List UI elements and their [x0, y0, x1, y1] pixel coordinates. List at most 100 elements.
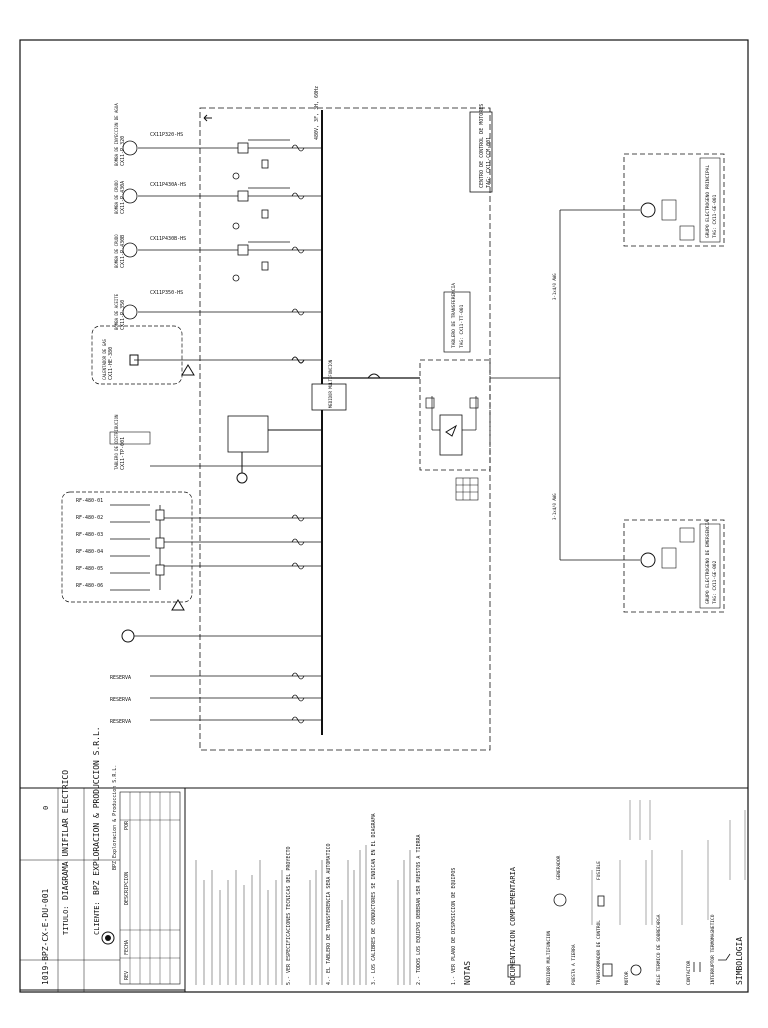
transfer-control-panel: [455, 477, 479, 501]
motor-icon-3: [122, 242, 138, 258]
legend-item-contactor: CONTACTOR: [686, 960, 692, 985]
note-line-1: 1.- VER PLANO DE DISPOSICION DE EQUIPOS: [451, 868, 457, 985]
heater-element-icon: [129, 354, 139, 366]
heater-tag: CX11-HE-380: [108, 347, 114, 380]
cable-label-main: 3-1x4/0 AWG: [552, 273, 557, 300]
company-logo: [101, 931, 115, 945]
heater-2: RF-480-02: [76, 515, 103, 521]
feeder-4-tag: CX11P350-HS: [150, 290, 183, 296]
rev-col-date: FECHA: [124, 940, 130, 955]
client-label: CLIENTE:: [93, 901, 101, 935]
feeder-1-tag: CX11P320-HS: [150, 132, 183, 138]
rev-col-description: DESCRIPCION: [124, 872, 130, 905]
document-legend-icon: [507, 964, 521, 978]
feeder-2-tag: CX11P430A-HS: [150, 182, 186, 188]
title-block: CLIENTE: BPZ EXPLORACION & PRODUCCION S.…: [20, 726, 748, 992]
heater-enclosure: [91, 325, 183, 385]
heater-feeders: [110, 504, 322, 591]
load-3-desc: BOMBA DE CRUDO: [114, 234, 119, 268]
main-gen-tag: TAG: CX11-GE-001: [712, 194, 718, 238]
backup-gen-tag: TAG: CX11-GE-002: [712, 560, 718, 604]
meter-label: MEDIDOR MULTIFUNCION: [328, 359, 333, 408]
notes-title: NOTAS: [463, 961, 472, 985]
ccm-boundary: [199, 107, 491, 751]
legend-item-meter: MEDIDOR MULTIFUNCION: [546, 931, 552, 985]
heater-3: RF-480-03: [76, 532, 103, 538]
transfer-board: [419, 359, 491, 471]
note-line-4: 4.- EL TABLERO DE TRANSFERENCIA SERA AUT…: [326, 844, 332, 985]
legend-block: SIMBOLOGIA INTERRUPTOR TERMOMAGNETICO CO…: [507, 800, 746, 985]
load-1-desc: BOMBA DE INYECCION DE AGUA: [114, 103, 119, 166]
heater-4: RF-480-04: [76, 549, 103, 555]
main-gen-title: GRUPO ELECTROGENO PRINCIPAL: [705, 165, 711, 238]
transfer-title: TABLERO DE TRANSFERENCIA: [451, 283, 457, 348]
transfer-title-box: [443, 291, 471, 353]
drawing-number: 1019-BPZ-CX-E-DU-001: [41, 888, 50, 985]
reserve-1: RESERVA: [110, 675, 131, 681]
load-2-desc: BOMBA DE CRUDO: [114, 180, 119, 214]
backup-generator-enclosure: [623, 519, 725, 613]
company-name: BPZ Exploracion & Produccion S.R.L.: [112, 765, 118, 870]
legend-item-overload: RELE TERMICO DE SOBRECARGA: [656, 914, 662, 985]
legend-item-control-transformer: TRANSFORMADOR DE CONTROL: [596, 920, 602, 985]
bus-arrow-icon: [203, 114, 212, 122]
notes-block: NOTAS DOCUMENTACION COMPLEMENTARIA 1.- V…: [195, 813, 517, 985]
drawing-frame: [19, 39, 749, 993]
load-2-tag: CX11-P-430A: [120, 181, 126, 214]
motor-feeders: [122, 139, 322, 320]
main-generator-title-box: [699, 157, 721, 243]
drawing-title: DIAGRAMA UNIFILAR ELECTRICO: [61, 770, 70, 900]
legend-item-motor: MOTOR: [624, 971, 630, 985]
legend-item-breaker: INTERRUPTOR TERMOMAGNETICO: [710, 914, 716, 985]
dist-board-desc: TABLERO DE DISTRIBUCION: [114, 414, 119, 470]
motor-icon-1: [122, 140, 138, 156]
title-label: TITULO:: [62, 905, 70, 935]
heater-5: RF-480-05: [76, 566, 103, 572]
rev-col-rev: REV: [124, 971, 130, 980]
ccm-title: CENTRO DE CONTROL DE MOTORES: [479, 104, 485, 188]
revision-number: 0: [42, 806, 50, 810]
backup-generator-icon: [640, 552, 656, 568]
heater-6: RF-480-06: [76, 583, 103, 589]
warning-triangle-icon: [181, 364, 195, 376]
heater-1: RF-480-01: [76, 498, 103, 504]
ground-icon: [236, 472, 248, 484]
doc-title: DOCUMENTACION COMPLEMENTARIA: [509, 866, 517, 985]
motor-icon-2: [122, 188, 138, 204]
heater-group-enclosure: [61, 491, 193, 603]
motor-legend-icon: [630, 964, 642, 976]
rev-col-by: POR: [124, 820, 130, 830]
backup-generator-title-box: [699, 523, 721, 609]
feeder-3-tag: CX11P430B-HS: [150, 236, 186, 242]
transfer-tag: TAG: CX11-TT-001: [459, 304, 465, 348]
reserve-3: RESERVA: [110, 719, 131, 725]
load-4-tag: CX11-P-350: [120, 300, 126, 330]
load-3-tag: CX11-P-430B: [120, 235, 126, 268]
heater-desc: CALENTADOR DE GAS: [102, 338, 107, 380]
note-line-5: 5.- VER ESPECIFICACIONES TECNICAS DEL PR…: [286, 847, 292, 985]
fuse-legend-icon: [597, 895, 605, 907]
main-generator-icon: [640, 202, 656, 218]
reserve-feeders: [150, 672, 322, 724]
transformer-legend-icon: [602, 963, 613, 977]
reserve-2: RESERVA: [110, 697, 131, 703]
receptacle-icon: [121, 629, 135, 643]
ccm-title-box: [469, 111, 493, 193]
generator-legend-icon: [553, 893, 567, 907]
heater-warning-triangle-icon: [171, 599, 185, 611]
legend-item-generator: GENERADOR: [556, 855, 562, 880]
legend-title: SIMBOLOGIA: [735, 937, 744, 985]
dist-board-tag: CX11-TP-001: [120, 437, 126, 470]
motor-icon-4: [122, 304, 138, 320]
cable-label-backup: 3-1x4/0 AWG: [552, 493, 557, 520]
legend-item-fuse: FUSIBLE: [596, 861, 602, 880]
note-line-3: 3.- LOS CALIBRES DE CONDUCTORES SE INDIC…: [371, 813, 377, 985]
control-transformer-box: [227, 415, 269, 453]
multifunction-meter: [311, 383, 347, 411]
backup-gen-title: GRUPO ELECTROGENO DE EMERGENCIA: [705, 520, 711, 604]
load-4-desc: BOMBA DE ACEITE: [114, 293, 119, 330]
load-1-tag: CX11-P-320: [120, 136, 126, 166]
breaker-legend-icon: [718, 953, 731, 961]
